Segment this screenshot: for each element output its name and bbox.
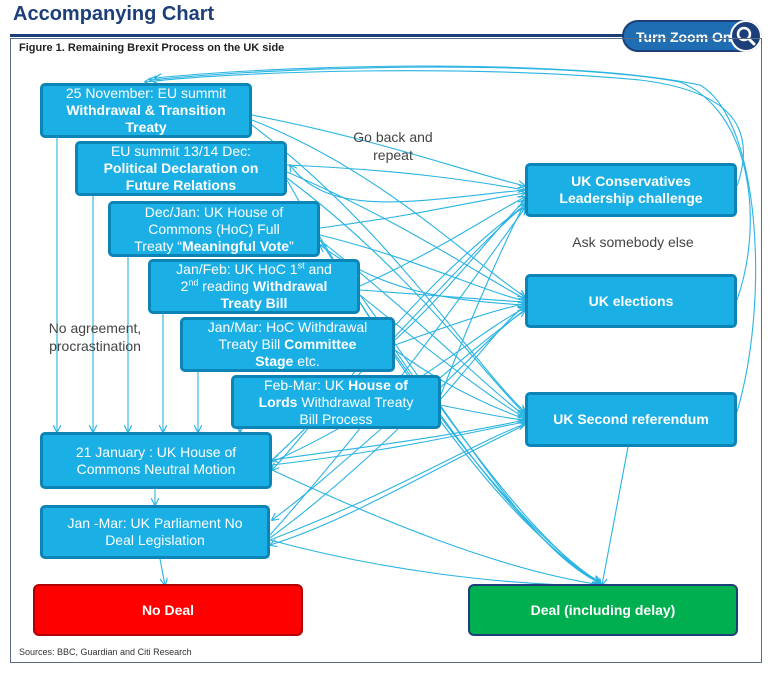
box-text: Withdrawal & Transition xyxy=(66,102,226,118)
note-text: repeat xyxy=(373,147,413,163)
figure-title: Figure 1. Remaining Brexit Process on th… xyxy=(19,42,285,54)
box-text-line: 2nd reading Withdrawal xyxy=(180,277,328,294)
turn-zoom-on-button[interactable]: Turn Zoom On xyxy=(622,20,762,52)
box-text: Leadership challenge xyxy=(559,190,703,206)
outcome-deal: Deal (including delay) xyxy=(468,584,738,636)
box-committee-stage: Jan/Mar: HoC Withdrawal Treaty Bill Comm… xyxy=(180,317,395,372)
box-text: Jan -Mar: UK Parliament No xyxy=(67,515,243,531)
box-text: UK Second referendum xyxy=(553,411,709,427)
box-text-line: Treaty Bill Committee xyxy=(219,336,357,353)
box-uk-elections: UK elections xyxy=(525,274,737,328)
box-political-declaration: EU summit 13/14 Dec: Political Declarati… xyxy=(75,141,287,196)
box-text: UK elections xyxy=(588,292,674,309)
box-neutral-motion: 21 January : UK House of Commons Neutral… xyxy=(40,432,272,489)
box-text: Meaningful Vote xyxy=(181,237,290,254)
box-text: reading xyxy=(198,278,253,294)
note-text: Go back and xyxy=(353,129,433,145)
box-conservatives-leadership: UK Conservatives Leadership challenge xyxy=(525,163,737,217)
note-no-agreement: No agreement, procrastination xyxy=(35,319,155,355)
box-text: Political Declaration on xyxy=(103,160,259,176)
box-text: Stage xyxy=(255,353,294,369)
box-text: Future Relations xyxy=(125,177,237,193)
box-withdrawal-treaty-bill: Jan/Feb: UK HoC 1st and 2nd reading With… xyxy=(148,259,360,314)
page-title: Accompanying Chart xyxy=(13,3,215,25)
box-text: Treaty Bill xyxy=(218,336,285,352)
box-second-referendum: UK Second referendum xyxy=(525,392,737,447)
box-text: Treaty xyxy=(125,119,167,135)
box-text: Dec/Jan: UK House of xyxy=(144,203,284,220)
box-eu-summit-withdrawal: 25 November: EU summit Withdrawal & Tran… xyxy=(40,83,252,138)
note-go-back: Go back and repeat xyxy=(338,128,448,164)
box-text: Deal Legislation xyxy=(105,532,205,548)
box-text: Treaty Bill xyxy=(220,295,288,311)
note-text: No agreement, xyxy=(48,320,142,336)
box-text: nd xyxy=(188,277,199,288)
figure-panel xyxy=(10,38,762,663)
box-text: etc. xyxy=(293,353,320,369)
note-ask-somebody-else: Ask somebody else xyxy=(572,234,694,250)
box-text: ” xyxy=(289,237,294,254)
box-text: Jan/Feb: UK HoC 1 xyxy=(176,261,298,277)
zoom-search-icon xyxy=(730,20,762,52)
box-meaningful-vote: Dec/Jan: UK House of Commons (HoC) Full … xyxy=(108,201,320,257)
box-text: Feb-Mar: UK xyxy=(264,376,349,393)
box-text: House of xyxy=(348,376,408,393)
box-text: Withdrawal xyxy=(252,278,328,294)
box-text: Treaty “ xyxy=(134,237,182,254)
box-text-line: Stage etc. xyxy=(255,353,320,370)
box-text: EU summit 13/14 Dec: xyxy=(110,143,252,159)
box-text-line: Feb-Mar: UK House of xyxy=(264,377,408,394)
box-text: 25 November: EU summit xyxy=(65,85,227,101)
figure-source: Sources: BBC, Guardian and Citi Research xyxy=(19,647,192,657)
box-text-line: Jan/Feb: UK HoC 1st and xyxy=(176,261,332,278)
outcome-no-deal: No Deal xyxy=(33,584,303,636)
zoom-button-label: Turn Zoom On xyxy=(636,29,732,45)
note-text: procrastination xyxy=(49,338,141,354)
box-text: UK Conservatives xyxy=(571,173,691,189)
box-text: and xyxy=(304,261,332,277)
box-text: Commons (HoC) Full xyxy=(148,220,280,237)
box-no-deal-legislation: Jan -Mar: UK Parliament No Deal Legislat… xyxy=(40,505,270,559)
box-text: Commons Neutral Motion xyxy=(76,460,236,477)
box-text: Withdrawal Treaty xyxy=(297,393,414,410)
box-text: 21 January : UK House of xyxy=(75,443,237,460)
title-rule xyxy=(10,34,762,37)
box-text: Lords xyxy=(258,393,298,410)
box-text-line: Treaty “Meaningful Vote” xyxy=(134,238,293,255)
box-text: Bill Process xyxy=(299,410,373,427)
box-text: Committee xyxy=(284,336,357,352)
box-text: Jan/Mar: HoC Withdrawal xyxy=(207,319,368,335)
box-text-line: Lords Withdrawal Treaty xyxy=(259,394,414,411)
box-text: st xyxy=(297,260,305,271)
box-house-of-lords: Feb-Mar: UK House of Lords Withdrawal Tr… xyxy=(231,375,441,429)
